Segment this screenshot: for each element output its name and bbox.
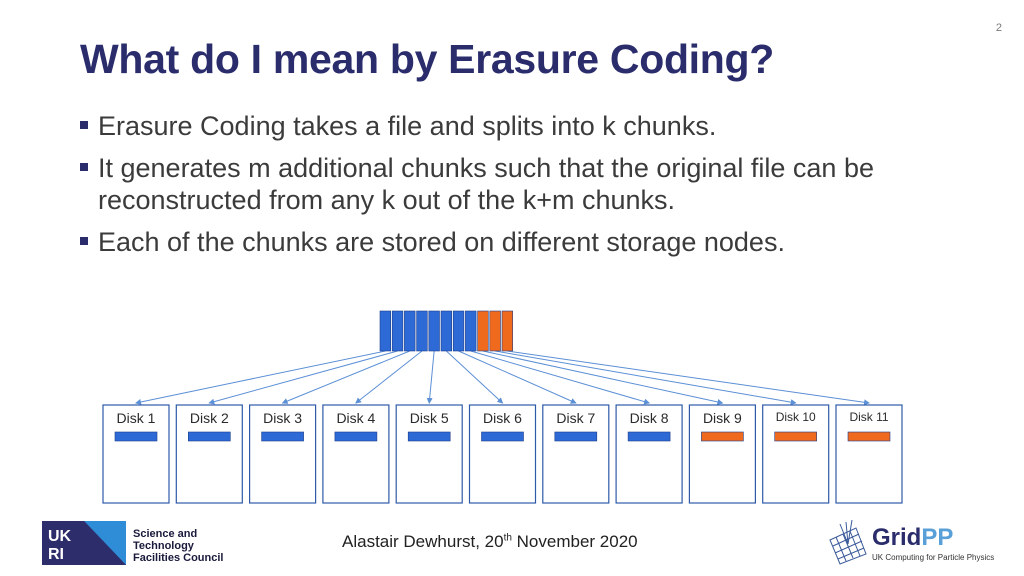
distribution-arrow <box>495 350 797 406</box>
bullet-list: Erasure Coding takes a file and splits i… <box>80 110 960 268</box>
distribution-arrow <box>355 350 423 404</box>
bullet-item: Each of the chunks are stored on differe… <box>80 226 960 258</box>
disk-box <box>102 404 170 504</box>
svg-text:RI: RI <box>48 546 64 563</box>
disk-1: Disk 1 <box>102 404 170 504</box>
disk-label: Disk 10 <box>776 410 816 424</box>
data-chunk <box>416 310 428 352</box>
square-bullet-icon <box>80 163 88 171</box>
disk-box <box>688 404 757 504</box>
disk-box <box>542 404 610 504</box>
disk-box <box>322 404 390 504</box>
square-bullet-icon <box>80 237 88 245</box>
data-chunk <box>428 310 440 352</box>
stored-parity-chunk <box>701 431 744 442</box>
slide-title: What do I mean by Erasure Coding? <box>80 36 775 82</box>
disk-label: Disk 5 <box>410 410 449 426</box>
disk-box <box>615 404 683 504</box>
disk-11: Disk 11 <box>835 404 903 504</box>
data-chunk <box>379 310 391 352</box>
disk-box <box>175 404 243 504</box>
distribution-arrow <box>482 350 724 405</box>
gridpp-grid-icon <box>826 519 870 573</box>
author-date-text: Alastair Dewhurst, 20 <box>342 532 504 551</box>
stored-data-chunk <box>114 431 158 442</box>
stored-parity-chunk <box>847 431 891 442</box>
stfc-line: Technology <box>133 540 194 552</box>
date-suffix: th <box>503 532 512 544</box>
stored-data-chunk <box>334 431 378 442</box>
disk-10: Disk 10 <box>762 404 830 504</box>
footer-author-date: Alastair Dewhurst, 20th November 2020 <box>342 532 638 552</box>
disk-box <box>249 404 317 504</box>
data-chunk <box>440 310 452 352</box>
disk-label: Disk 11 <box>849 410 888 424</box>
stored-data-chunk <box>188 431 231 442</box>
disk-label: Disk 6 <box>483 410 522 426</box>
stored-data-chunk <box>261 431 304 442</box>
stored-data-chunk <box>627 431 671 442</box>
distribution-arrow <box>281 350 410 404</box>
svg-text:UK: UK <box>48 528 72 545</box>
disk-label: Disk 8 <box>630 410 669 426</box>
bullet-item: Erasure Coding takes a file and splits i… <box>80 110 960 142</box>
bullet-text: Each of the chunks are stored on differe… <box>98 227 785 257</box>
distribution-arrow <box>507 350 870 406</box>
disk-9: Disk 9 <box>688 404 757 504</box>
disk-label: Disk 9 <box>703 410 742 426</box>
parity-chunk <box>501 310 513 352</box>
gridpp-name-grid: Grid <box>872 524 922 551</box>
square-bullet-icon <box>80 121 88 129</box>
bullet-text: It generates m additional chunks such th… <box>98 153 874 215</box>
disk-5: Disk 5 <box>395 404 463 504</box>
disk-box <box>395 404 463 504</box>
disk-label: Disk 3 <box>263 410 302 426</box>
gridpp-logo-name: GridPP <box>872 524 953 552</box>
distribution-arrow <box>470 350 651 405</box>
disk-4: Disk 4 <box>322 404 390 504</box>
bullet-text: Erasure Coding takes a file and splits i… <box>98 111 717 141</box>
data-chunk <box>391 310 404 352</box>
distribution-arrow <box>446 350 504 404</box>
gridpp-tagline: UK Computing for Particle Physics <box>872 553 995 562</box>
bullet-item: It generates m additional chunks such th… <box>80 152 960 216</box>
data-chunk <box>404 310 416 352</box>
disk-box <box>762 404 830 504</box>
ukri-logo: UK RI <box>42 521 126 570</box>
distribution-arrow <box>426 350 435 404</box>
parity-chunk <box>477 310 489 352</box>
stored-parity-chunk <box>774 431 818 442</box>
disk-7: Disk 7 <box>542 404 610 504</box>
disk-label: Disk 2 <box>190 410 229 426</box>
stored-data-chunk <box>481 431 524 442</box>
disk-2: Disk 2 <box>175 404 243 504</box>
disk-3: Disk 3 <box>249 404 317 504</box>
disk-8: Disk 8 <box>615 404 683 504</box>
disk-box <box>468 404 537 504</box>
disk-6: Disk 6 <box>468 404 537 504</box>
data-chunk <box>452 310 465 352</box>
stfc-logo-text: Science and Technology Facilities Counci… <box>133 528 223 564</box>
distribution-arrow <box>208 350 398 405</box>
data-chunk <box>465 310 477 352</box>
stfc-line: Facilities Council <box>133 552 224 564</box>
parity-chunk <box>489 310 501 352</box>
stfc-line: Science and <box>133 528 198 540</box>
distribution-arrow <box>135 350 386 405</box>
date-rest: November 2020 <box>511 532 638 551</box>
disk-label: Disk 4 <box>336 410 375 426</box>
disk-box <box>835 404 903 504</box>
disk-label: Disk 7 <box>556 410 595 426</box>
disk-label: Disk 1 <box>117 410 156 426</box>
distribution-arrow <box>458 350 577 404</box>
stored-data-chunk <box>407 431 451 442</box>
page-number: 2 <box>995 22 1002 34</box>
gridpp-name-pp: PP <box>921 524 954 551</box>
stored-data-chunk <box>554 431 598 442</box>
